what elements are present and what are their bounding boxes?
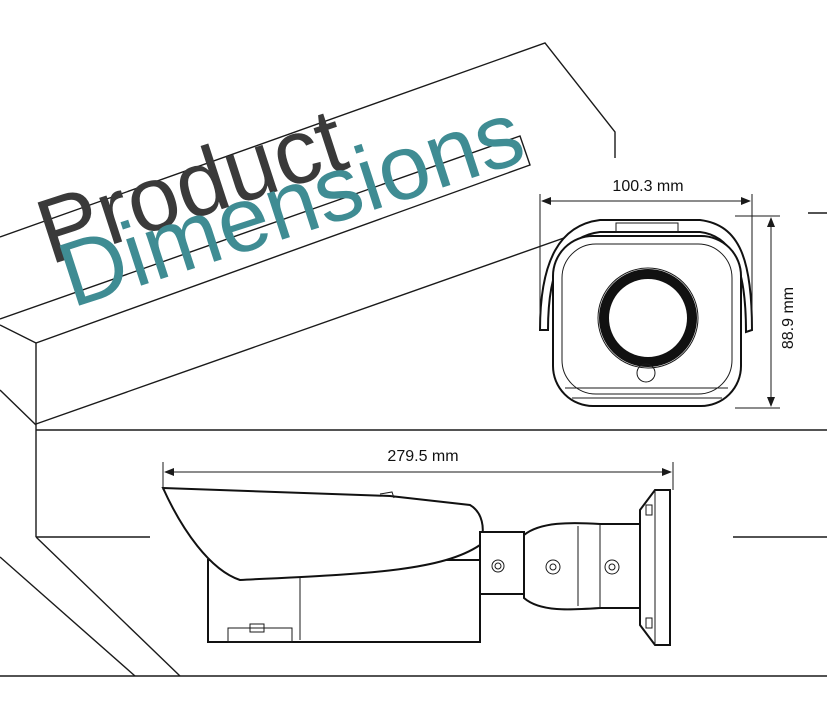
front-height-dimension: 88.9 mm: [735, 215, 797, 409]
front-view-camera: [538, 219, 754, 407]
background-box: [0, 42, 827, 677]
side-view-camera: [161, 486, 671, 646]
front-width-dimension: 100.3 mm: [539, 178, 753, 330]
side-length-label: 279.5 mm: [387, 448, 458, 465]
front-width-label: 100.3 mm: [612, 178, 683, 195]
front-height-label: 88.9 mm: [780, 287, 797, 349]
side-length-dimension: 279.5 mm: [162, 448, 674, 490]
